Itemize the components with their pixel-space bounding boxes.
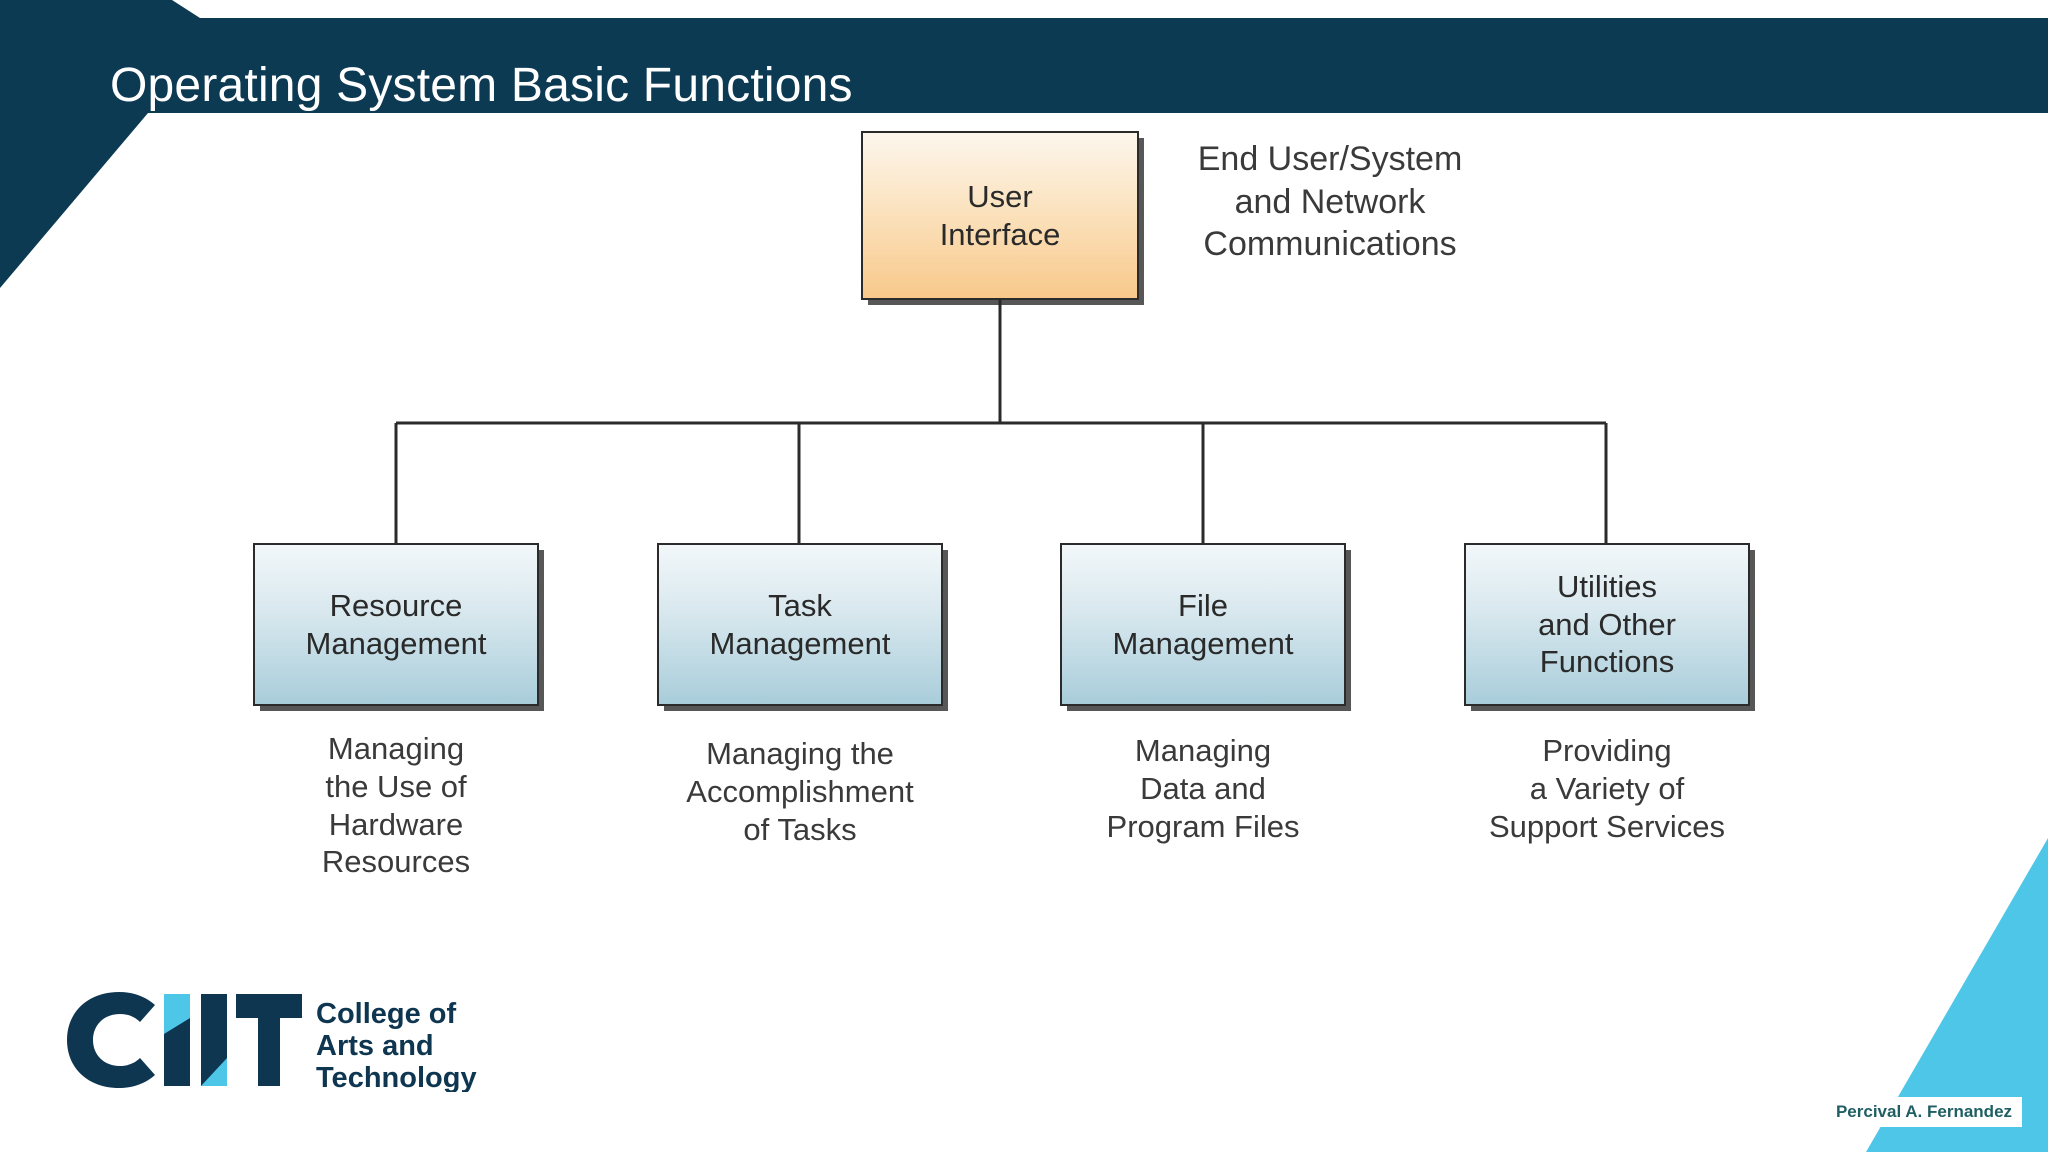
page-title: Operating System Basic Functions (110, 59, 853, 113)
node-file-management-label: File Management (1112, 587, 1294, 661)
node-user-interface[interactable]: User Interface (861, 131, 1139, 300)
ciit-logo: College of Arts and Technology (64, 988, 494, 1092)
author-name: Percival A. Fernandez (1835, 1102, 2013, 1121)
logo-letter-c (67, 992, 155, 1088)
logo-bar-1-accent (164, 994, 190, 1034)
node-file-management[interactable]: File Management (1060, 543, 1346, 706)
node-resource-management-label: Resource Management (305, 587, 487, 661)
node-user-interface-label: User Interface (939, 178, 1061, 252)
logo-wordmark-line-2: Arts and (316, 1030, 434, 1062)
logo-bar-2-accent-2 (201, 1058, 227, 1086)
root-note: End User/System and Network Communicatio… (1197, 140, 1463, 263)
author-strip: Percival A. Fernandez (1826, 1097, 2022, 1127)
caption-task-management: Managing the Accomplishment of Tasks (686, 736, 914, 847)
node-utilities-and-other-functions-label: Utilities and Other Functions (1538, 568, 1676, 680)
node-utilities-and-other-functions[interactable]: Utilities and Other Functions (1464, 543, 1750, 706)
caption-utilities-and-other-functions: Providing a Variety of Support Services (1488, 733, 1726, 844)
node-task-management[interactable]: Task Management (657, 543, 943, 706)
node-resource-management[interactable]: Resource Management (253, 543, 539, 706)
ciit-logo-svg: College of Arts and Technology (67, 992, 477, 1092)
logo-wordmark-line-1: College of (316, 998, 457, 1030)
caption-file-management: Managing Data and Program Files (1106, 733, 1300, 844)
logo-wordmark-line-3: Technology (316, 1062, 477, 1092)
caption-resource-management: Managing the Use of Hardware Resources (321, 731, 471, 880)
node-task-management-label: Task Management (709, 587, 891, 661)
logo-letter-t (236, 994, 302, 1086)
